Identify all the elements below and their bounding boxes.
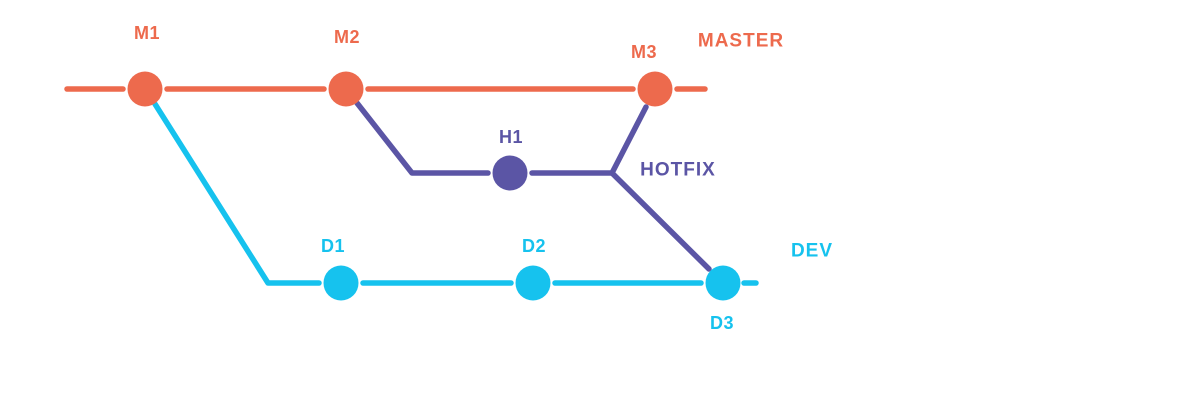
commit-label-d2: D2 [522, 236, 546, 256]
commit-label-m1: M1 [134, 23, 160, 43]
commit-label-d1: D1 [321, 236, 345, 256]
commit-label-d3: D3 [710, 313, 734, 333]
commit-node-d2 [515, 265, 551, 301]
commit-node-m2 [328, 71, 364, 107]
branch-label-hotfix: HOTFIX [640, 160, 716, 181]
hotfix-merge-to-d3 [609, 170, 712, 272]
branch-label-dev: DEV [791, 241, 833, 262]
dev-branch-from-m1 [152, 101, 322, 286]
hotfix-merge-to-m3 [529, 104, 649, 176]
commit-node-h1 [492, 155, 528, 191]
commit-label-h1: H1 [499, 127, 523, 147]
commit-node-m3 [637, 71, 673, 107]
branch-label-master: MASTER [698, 31, 784, 52]
commit-node-m1 [127, 71, 163, 107]
commit-label-m3: M3 [631, 42, 657, 62]
hotfix-branch-from-m2 [354, 100, 491, 176]
commit-node-d1 [323, 265, 359, 301]
commit-label-m2: M2 [334, 27, 360, 47]
commit-node-d3 [705, 265, 741, 301]
